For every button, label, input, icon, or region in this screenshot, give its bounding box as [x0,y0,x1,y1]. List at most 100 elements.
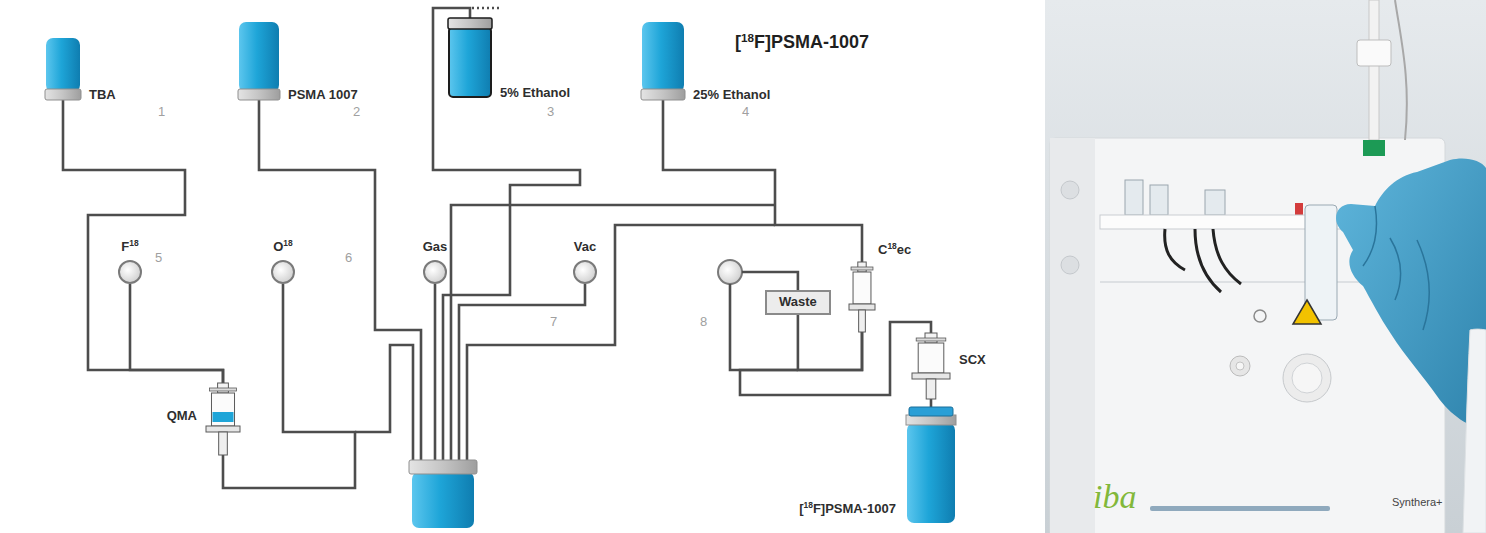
synthesis-module [1295,203,1303,215]
shape-part [853,272,871,304]
valve-number: 2 [353,104,360,119]
tubing-line [459,284,585,460]
node-label: 5% Ethanol [500,86,570,101]
reactor-vial [412,472,474,528]
synthesis-module [1283,354,1331,402]
tubing-connector [930,399,933,407]
reagent-vial-outline [641,22,685,100]
valve-number: 4 [742,104,749,119]
shape-part [574,261,596,283]
synthesis-module [1230,356,1250,376]
port-circle-outline [271,260,295,284]
gloved-hand [1363,206,1377,266]
gloved-hand [1463,329,1486,533]
tubing-connector [663,100,862,262]
gloved-hand [1417,240,1429,330]
tubing-connector [740,322,931,395]
shape-part [206,426,240,432]
cartridge: QMA [205,383,241,455]
tubing-connector [223,284,355,488]
shape-part [424,261,446,283]
shape-part [907,423,955,523]
valve-number: 8 [700,314,707,329]
shape-part [851,267,873,270]
reagent-vial: PSMA 1007 [238,22,280,100]
cartridge: SCX [911,333,951,399]
shape-part [642,22,684,92]
shape-part [119,261,141,283]
node-label: Gas [423,240,448,255]
synthesis-module [1125,180,1143,215]
synthesis-module [1305,205,1337,320]
synthesis-module [1205,190,1225,215]
reactor-vial [409,460,477,474]
synthesis-module [1254,310,1266,322]
shape-part [45,89,81,100]
shape-part [211,393,234,426]
cartridge: C18ec [848,262,876,332]
port-circle-outline [573,260,597,284]
shape-part [212,412,233,422]
cartridge-outline [911,333,951,399]
synthesis-module [1165,229,1185,270]
filter-assembly [1363,140,1385,156]
node-label: PSMA 1007 [288,88,358,103]
connector-group [63,100,931,488]
synthesis-module [1061,256,1079,274]
node-label: Waste [779,295,817,310]
shape-part [912,373,950,379]
product-vial-outline [906,407,956,523]
synthesis-module [1293,300,1321,324]
port-circle: O18 [271,260,295,284]
node-label: O18 [273,240,293,255]
vent-line [472,8,500,9]
reagent-vial-outline [448,18,492,98]
collection-port [718,260,742,284]
cartridge-outline [848,262,876,332]
node-label: Vac [574,240,596,255]
node-label: QMA [167,409,197,424]
synthesis-module [1150,185,1168,215]
tubing-line [730,272,798,370]
synthesis-module [1195,229,1221,292]
synthesis-module [1050,138,1095,533]
node-label: [18F]PSMA-1007 [799,502,896,517]
reagent-vial: TBA [45,38,81,100]
tubing-line [355,345,413,460]
filter-assembly [1357,0,1407,156]
product-vial: [18F]PSMA-1007 [906,407,956,523]
gloved-hand [1336,158,1486,533]
port-circle: F18 [118,260,142,284]
tubing-connector [63,100,223,383]
shape-part [926,379,936,399]
valve-number: 6 [345,250,352,265]
reagent-vial: 25% Ethanol [641,22,685,100]
node-label: SCX [959,353,986,368]
valve-number: 5 [155,250,162,265]
gloved-hand [1336,158,1486,430]
tubing-connector [130,284,223,383]
node-label: F18 [121,240,138,255]
reactor-vial [409,460,477,528]
node-label: 25% Ethanol [693,88,770,103]
synthesis-module [1061,181,1079,199]
tubing-connector [798,315,862,370]
gloved-hand [1390,238,1401,300]
filter-assembly [1369,0,1379,140]
model-name: Synthera+ [1392,496,1442,508]
valve-number: 3 [547,104,554,119]
port-circle: Gas [423,260,447,284]
shape-part [219,432,228,455]
brand-logo: iba [1093,478,1136,516]
reagent-vial: 5% Ethanol [448,18,492,98]
vent-line [472,7,500,10]
port-circle-outline [118,260,142,284]
node-label: TBA [89,88,116,103]
filter-assembly [1357,40,1391,66]
tubing-line [434,284,437,460]
shape-part [916,338,946,341]
cartridge-outline [205,383,241,455]
collection-port [718,260,742,284]
shape-part [272,261,294,283]
shape-part [918,343,944,373]
